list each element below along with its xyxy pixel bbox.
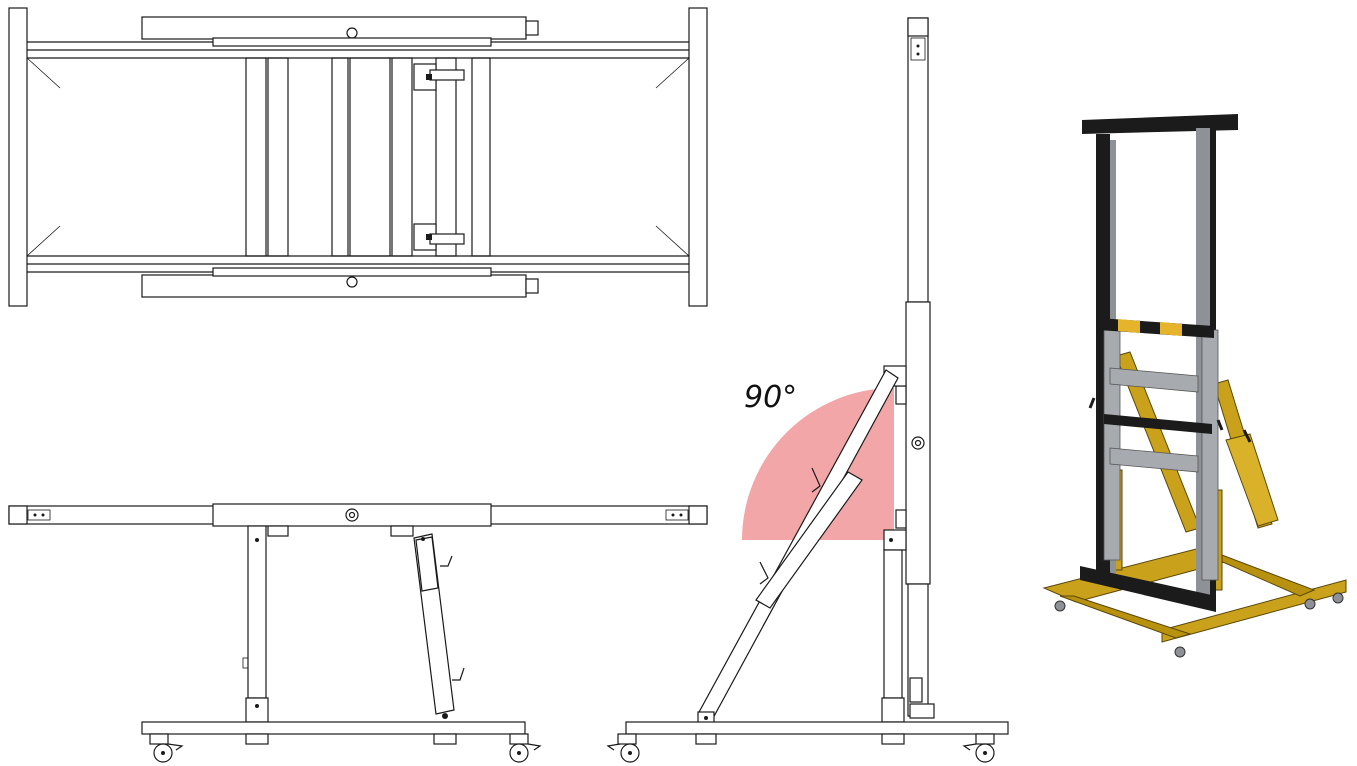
caster-icon — [509, 733, 542, 763]
caster-icon — [1332, 592, 1344, 604]
caster-icon — [149, 733, 184, 763]
caster-icon — [1174, 646, 1186, 658]
caster-icon — [1054, 600, 1066, 612]
side-view-upright — [606, 17, 1009, 763]
isometric-view — [1042, 114, 1347, 658]
top-view — [8, 7, 708, 307]
caster-icon — [606, 733, 640, 763]
caster-icon — [1304, 598, 1316, 610]
caster-icon — [962, 733, 995, 763]
side-view-folded — [8, 503, 708, 763]
angle-label: 90° — [744, 380, 798, 415]
